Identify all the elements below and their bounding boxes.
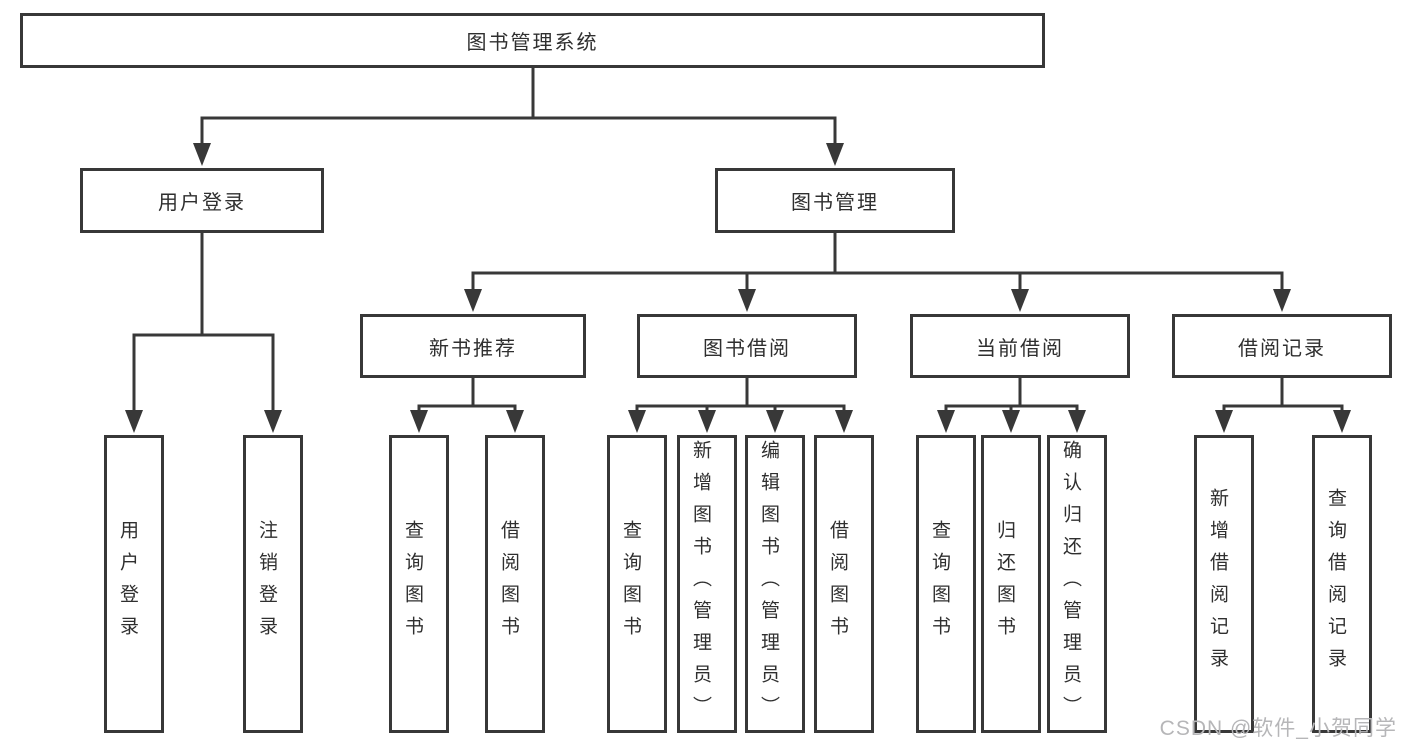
leaf-query-books-borrow: 查询图书 xyxy=(607,435,667,733)
arrowhead-icon xyxy=(464,289,482,312)
leaf-label: 编辑图书（管理员） xyxy=(758,440,779,728)
arrowhead-icon xyxy=(1011,289,1029,312)
arrowhead-icon xyxy=(766,410,784,433)
arrowhead-icon xyxy=(1068,410,1086,433)
connector-new-book-recommend-children xyxy=(417,378,517,415)
arrowhead-icon xyxy=(826,143,844,166)
connector-book-borrow-children xyxy=(635,378,846,415)
node-current-borrow: 当前借阅 xyxy=(910,314,1130,378)
arrowhead-icon xyxy=(1333,410,1351,433)
leaf-edit-books-admin: 编辑图书（管理员） xyxy=(745,435,805,733)
arrowhead-icon xyxy=(1215,410,1233,433)
leaf-add-borrow-record: 新增借阅记录 xyxy=(1194,435,1254,733)
connector-book-management-children xyxy=(471,233,1284,295)
leaf-query-books-current: 查询图书 xyxy=(916,435,976,733)
arrowhead-icon xyxy=(738,289,756,312)
leaf-label: 查询图书 xyxy=(929,520,950,648)
node-borrow-records: 借阅记录 xyxy=(1172,314,1392,378)
connector-root-to-level2 xyxy=(200,68,837,150)
leaf-logout: 注销登录 xyxy=(243,435,303,733)
leaf-label: 查询图书 xyxy=(620,520,641,648)
watermark: CSDN @软件_小贺同学 xyxy=(1159,717,1397,740)
arrowhead-icon xyxy=(835,410,853,433)
arrowhead-icon xyxy=(698,410,716,433)
leaf-label: 用户登录 xyxy=(117,520,138,648)
arrowhead-icon xyxy=(264,410,282,433)
leaf-label: 新增图书（管理员） xyxy=(690,440,711,728)
node-book-borrow: 图书借阅 xyxy=(637,314,857,378)
arrowhead-icon xyxy=(1273,289,1291,312)
leaf-label: 借阅图书 xyxy=(498,520,519,648)
arrowhead-icon xyxy=(506,410,524,433)
leaf-query-books-recommend: 查询图书 xyxy=(389,435,449,733)
connector-borrow-records-children xyxy=(1222,378,1344,415)
leaf-label: 归还图书 xyxy=(994,520,1015,648)
arrowhead-icon xyxy=(1002,410,1020,433)
arrowhead-icon xyxy=(410,410,428,433)
arrowhead-icon xyxy=(125,410,143,433)
leaf-query-borrow-record: 查询借阅记录 xyxy=(1312,435,1372,733)
node-root: 图书管理系统 xyxy=(20,13,1045,68)
leaf-label: 借阅图书 xyxy=(827,520,848,648)
connector-user-login-children xyxy=(132,233,275,415)
leaf-label: 查询图书 xyxy=(402,520,423,648)
node-user-login: 用户登录 xyxy=(80,168,324,233)
leaf-borrow-books-recommend: 借阅图书 xyxy=(485,435,545,733)
leaf-confirm-return-admin: 确认归还（管理员） xyxy=(1047,435,1107,733)
node-book-management: 图书管理 xyxy=(715,168,955,233)
arrowhead-icon xyxy=(628,410,646,433)
arrowhead-icon xyxy=(193,143,211,166)
leaf-label: 查询借阅记录 xyxy=(1325,488,1346,680)
leaf-user-login: 用户登录 xyxy=(104,435,164,733)
leaf-label: 注销登录 xyxy=(256,520,277,648)
leaf-return-books: 归还图书 xyxy=(981,435,1041,733)
connector-current-borrow-children xyxy=(944,378,1079,415)
node-new-book-recommend: 新书推荐 xyxy=(360,314,586,378)
leaf-add-books-admin: 新增图书（管理员） xyxy=(677,435,737,733)
leaf-borrow-books: 借阅图书 xyxy=(814,435,874,733)
leaf-label: 确认归还（管理员） xyxy=(1060,440,1081,728)
leaf-label: 新增借阅记录 xyxy=(1207,488,1228,680)
arrowhead-icon xyxy=(937,410,955,433)
